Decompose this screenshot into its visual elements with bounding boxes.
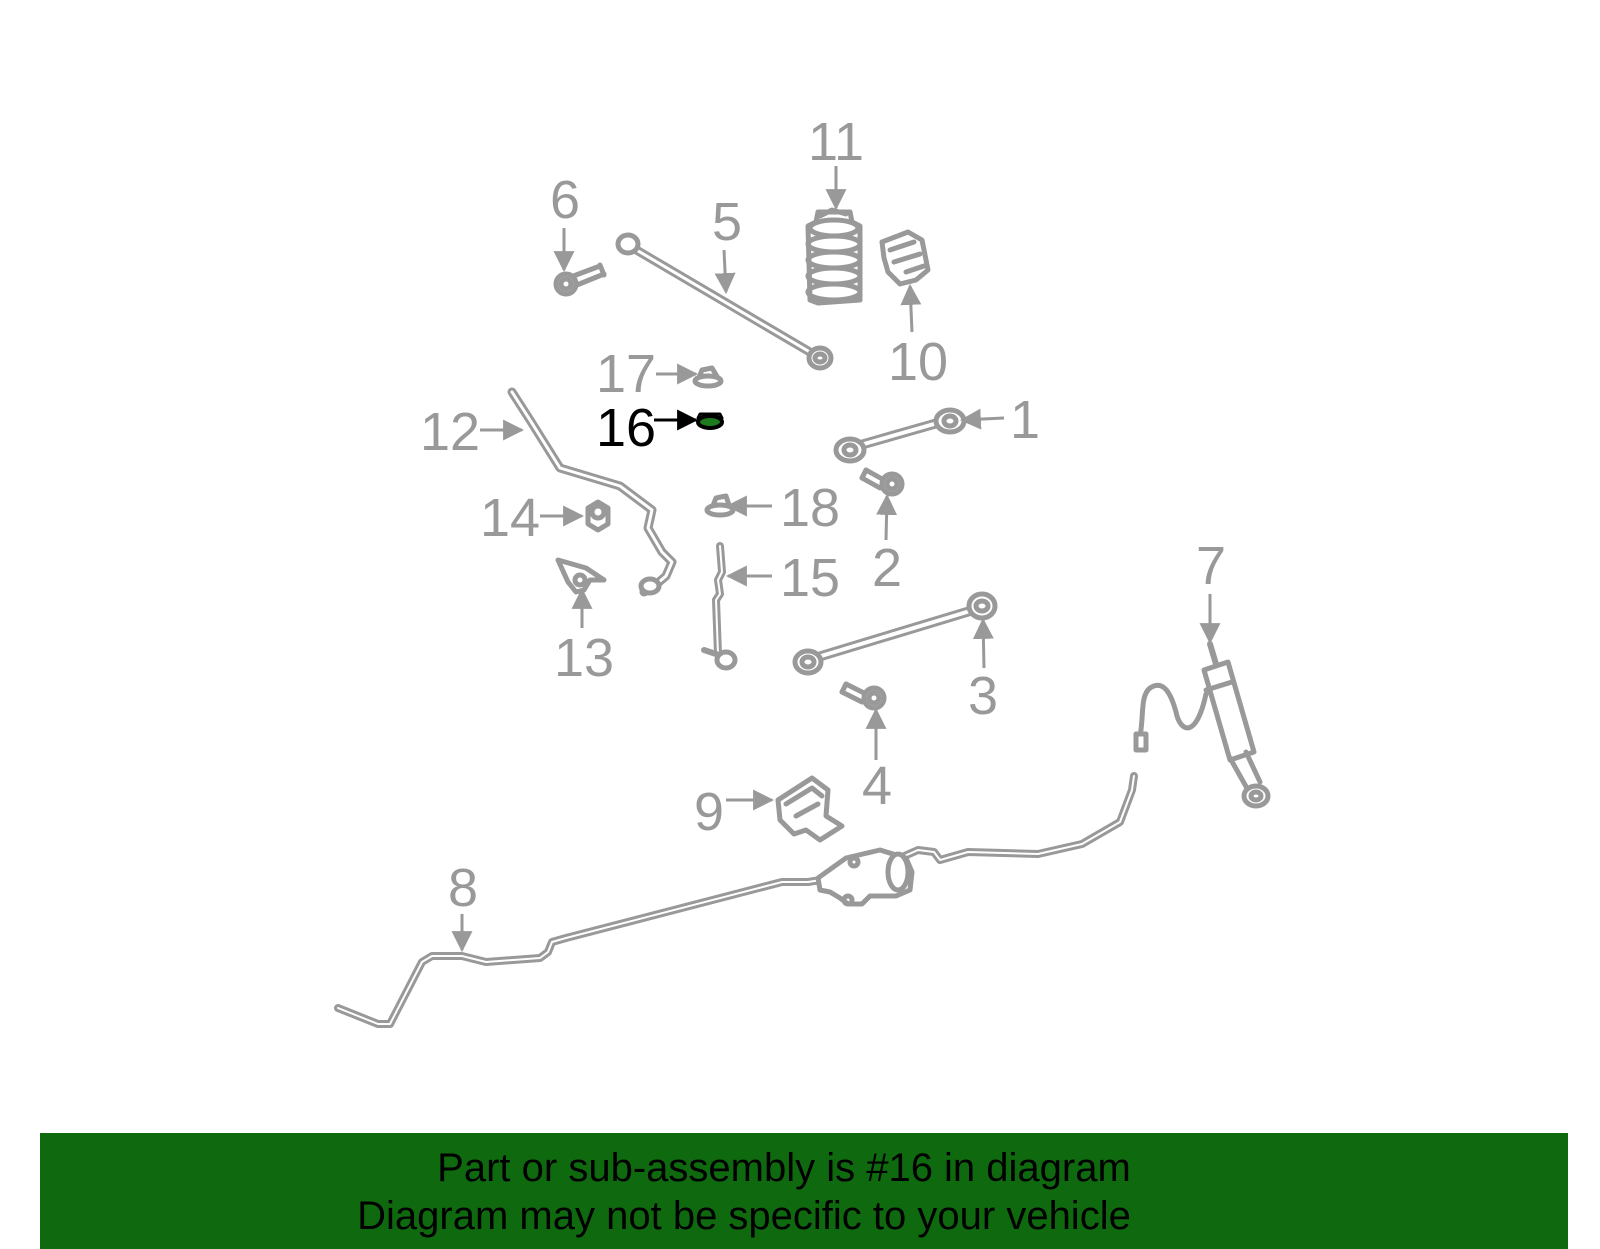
part-11-dust-boot[interactable] [805, 207, 863, 306]
callout-6[interactable]: 6 [550, 170, 580, 230]
info-banner: Part or sub-assembly is #16 in diagram D… [40, 1133, 1568, 1249]
callout-17[interactable]: 17 [596, 344, 656, 404]
part-8-pipe[interactable] [334, 772, 1138, 1028]
callout-9[interactable]: 9 [694, 782, 724, 842]
part-6-bolt[interactable] [553, 262, 607, 297]
callout-4[interactable]: 4 [862, 756, 892, 816]
arrow-1 [959, 408, 1005, 430]
callout-3[interactable]: 3 [968, 666, 998, 726]
callout-7[interactable]: 7 [1196, 536, 1226, 596]
arrow-2 [876, 493, 898, 541]
part-9-bracket[interactable] [775, 775, 845, 843]
banner-line-part: Part or sub-assembly is #16 in diagram [437, 1146, 1131, 1190]
callout-12[interactable]: 12 [420, 402, 480, 462]
callout-8[interactable]: 8 [448, 858, 478, 918]
part-1-lateral-arm[interactable] [833, 407, 967, 464]
callout-16[interactable]: 16 [596, 398, 656, 458]
callout-5[interactable]: 5 [712, 192, 742, 252]
callout-14[interactable]: 14 [480, 488, 540, 548]
arrow-5 [714, 249, 736, 295]
banner-line-disclaimer: Diagram may not be specific to your vehi… [357, 1194, 1131, 1238]
callout-18[interactable]: 18 [780, 478, 840, 538]
part-2-bolt[interactable] [859, 467, 905, 497]
part-17-nut[interactable] [692, 365, 724, 389]
part-15-link-rod[interactable] [701, 542, 738, 671]
arrow-3 [972, 617, 994, 669]
callout-11[interactable]: 11 [808, 112, 864, 172]
callout-1[interactable]: 1 [1010, 390, 1040, 450]
part-10-bracket[interactable] [879, 229, 931, 287]
callout-13[interactable]: 13 [554, 628, 614, 688]
arrow-10 [900, 283, 922, 333]
part-14-bushing[interactable] [585, 499, 611, 533]
part-7-shock-absorber[interactable] [1133, 641, 1271, 809]
part-5-upper-arm[interactable] [615, 232, 834, 371]
part-12-stabilizer-link[interactable] [507, 387, 677, 597]
part-13-clamp[interactable] [555, 557, 607, 595]
callout-2[interactable]: 2 [872, 538, 902, 598]
callout-15[interactable]: 15 [780, 548, 840, 608]
part-4-bolt[interactable] [839, 681, 887, 711]
part-3-lower-arm[interactable] [792, 591, 998, 676]
callout-10[interactable]: 10 [888, 332, 948, 392]
part-16-bushing[interactable] [696, 412, 724, 430]
